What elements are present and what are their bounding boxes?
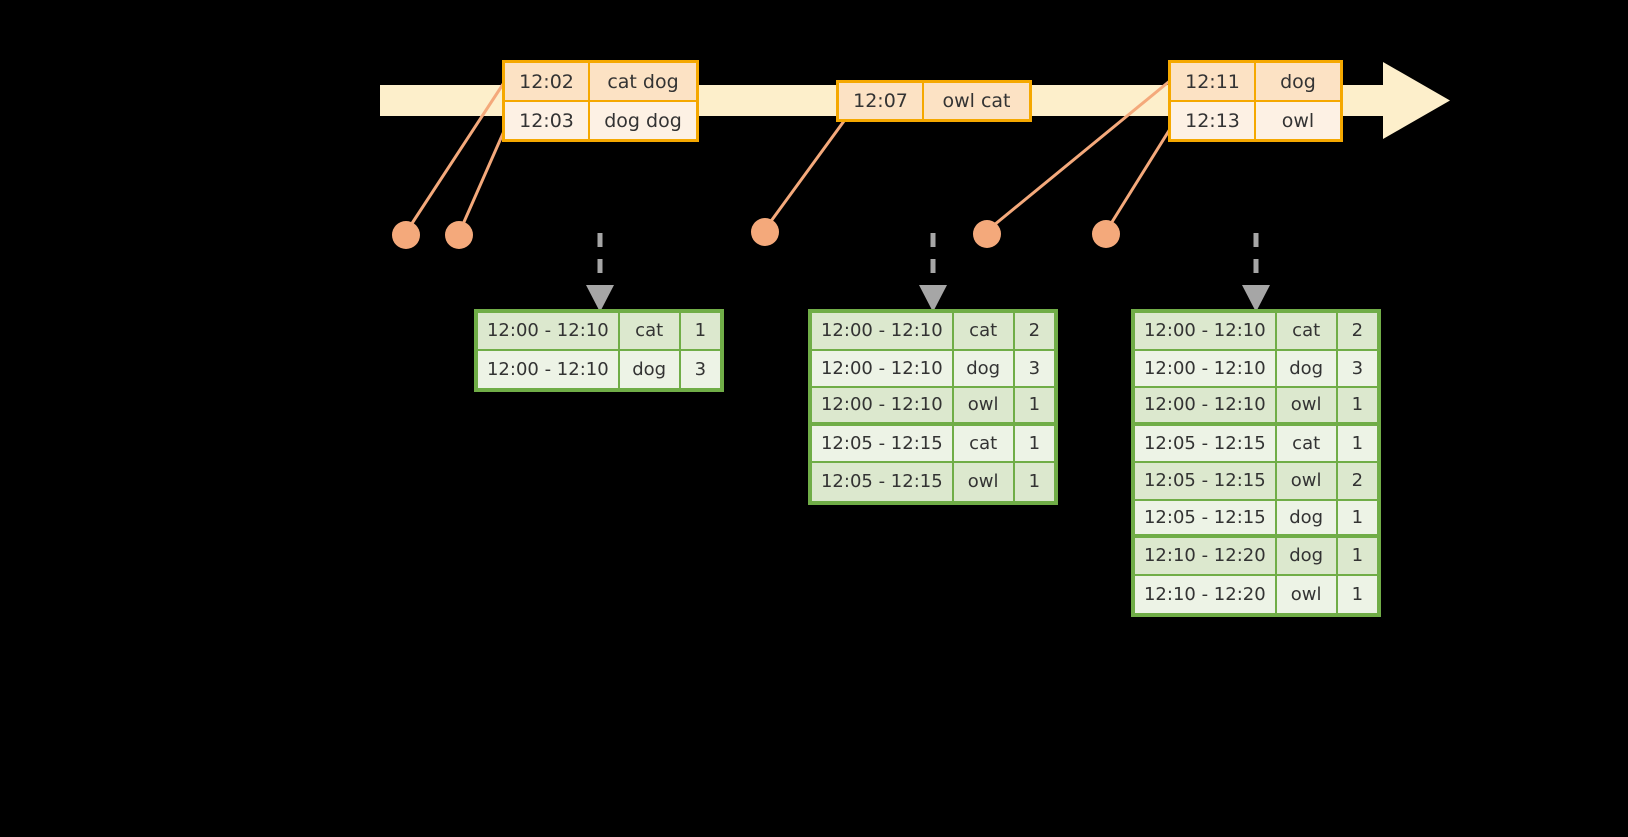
down-arrow-3-head	[1242, 285, 1270, 312]
event-group-3[interactable]: 12:11 dog 12:13 owl	[1168, 60, 1343, 142]
cell-count: 2	[1351, 320, 1364, 342]
event-row[interactable]: 12:03 dog dog	[505, 100, 696, 139]
connector-dot-5	[1092, 220, 1120, 248]
connector-line-4	[986, 73, 1179, 232]
cell-window: 12:00 - 12:10	[812, 388, 954, 422]
down-arrow-1-head	[586, 285, 614, 312]
cell-key: dog	[954, 350, 1015, 386]
cell-window: 12:00 - 12:10	[1135, 350, 1277, 386]
cell-window: 12:00 - 12:10	[812, 350, 954, 386]
cell-window: 12:05 - 12:15	[1135, 425, 1277, 461]
connector-dot-1	[392, 221, 420, 249]
event-group-2[interactable]: 12:07 owl cat	[836, 80, 1032, 122]
event-time: 12:11	[1171, 63, 1256, 100]
connector-dot-3	[751, 218, 779, 246]
cell-count: 3	[1028, 357, 1041, 379]
cell-count: 1	[1028, 394, 1041, 416]
event-row[interactable]: 12:02 cat dog	[505, 63, 696, 100]
cell-key: cat	[1277, 313, 1338, 349]
cell-window: 12:00 - 12:10	[478, 313, 620, 349]
cell-key: dog	[1277, 500, 1338, 534]
cell-key: owl	[1277, 463, 1338, 499]
cell-count: 1	[1351, 545, 1364, 567]
cell-count: 2	[1028, 320, 1041, 342]
event-value: dog	[1280, 70, 1316, 93]
cell-key: owl	[1277, 388, 1338, 422]
cell-count: 1	[1351, 394, 1364, 416]
event-value: owl	[1281, 109, 1315, 132]
cell-count: 1	[1028, 471, 1041, 493]
cell-window: 12:05 - 12:15	[812, 425, 954, 461]
cell-window: 12:00 - 12:10	[478, 350, 620, 388]
cell-count: 1	[694, 320, 707, 342]
connector-dots	[392, 218, 1120, 249]
event-row[interactable]: 12:07 owl cat	[839, 83, 1029, 119]
cell-window: 12:00 - 12:10	[1135, 388, 1277, 422]
cell-key: cat	[620, 313, 681, 349]
event-value: cat dog	[607, 70, 679, 93]
cell-key: owl	[1277, 575, 1338, 613]
cell-key: dog	[620, 350, 681, 388]
cell-key: owl	[954, 388, 1015, 422]
cell-window: 12:10 - 12:20	[1135, 575, 1277, 613]
cell-count: 1	[1028, 432, 1041, 454]
cell-key: dog	[1277, 538, 1338, 574]
event-time: 12:07	[839, 83, 924, 119]
cell-count: 2	[1351, 470, 1364, 492]
cell-count: 1	[1351, 432, 1364, 454]
connector-dot-4	[973, 220, 1001, 248]
event-value: owl cat	[942, 90, 1011, 112]
dashed-down-arrow-heads	[586, 285, 1270, 312]
event-group-1[interactable]: 12:02 cat dog 12:03 dog dog	[502, 60, 699, 142]
cell-window: 12:00 - 12:10	[1135, 313, 1277, 349]
cell-key: cat	[1277, 425, 1338, 461]
cell-window: 12:10 - 12:20	[1135, 538, 1277, 574]
cell-key: cat	[954, 425, 1015, 461]
connector-dot-2	[445, 221, 473, 249]
cell-count: 3	[1351, 357, 1364, 379]
cell-count: 3	[694, 358, 707, 380]
cell-count: 1	[1351, 583, 1364, 605]
event-time: 12:03	[505, 102, 590, 139]
dashed-down-arrows	[597, 233, 1259, 288]
connector-line-1	[405, 73, 511, 233]
event-time: 12:13	[1171, 102, 1256, 139]
cell-key: dog	[1277, 350, 1338, 386]
cell-key: cat	[954, 313, 1015, 349]
event-value: dog dog	[604, 109, 682, 132]
cell-window: 12:05 - 12:15	[1135, 500, 1277, 534]
connector-line-5	[1105, 111, 1182, 232]
event-time: 12:02	[505, 63, 590, 100]
cell-window: 12:05 - 12:15	[812, 463, 954, 501]
cell-window: 12:00 - 12:10	[812, 313, 954, 349]
cell-window: 12:05 - 12:15	[1135, 463, 1277, 499]
event-row[interactable]: 12:13 owl	[1171, 100, 1340, 139]
cell-key: owl	[954, 463, 1015, 501]
down-arrow-2-head	[919, 285, 947, 312]
event-row[interactable]: 12:11 dog	[1171, 63, 1340, 100]
cell-count: 1	[1351, 506, 1364, 528]
